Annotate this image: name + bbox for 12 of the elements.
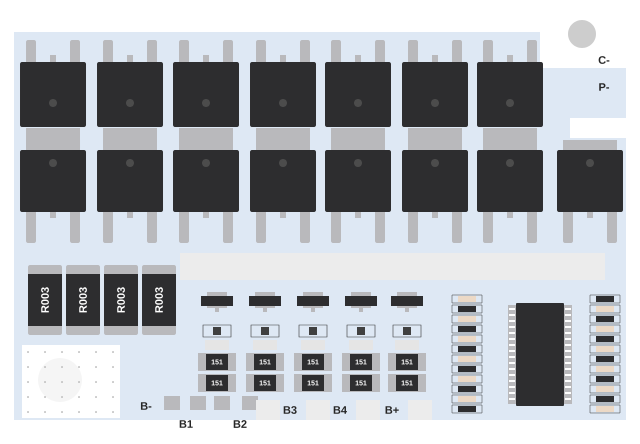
silkscreen-label: B2 xyxy=(234,420,247,428)
resistor-marking: R003 xyxy=(79,287,87,312)
silkscreen-label: B+ xyxy=(386,406,399,414)
resistor-marking: R003 xyxy=(155,287,163,312)
silkscreen-label: P- xyxy=(599,83,610,91)
silkscreen-label: B- xyxy=(140,402,152,410)
silkscreen-label: B1 xyxy=(180,420,193,428)
resistor-marking: R003 xyxy=(117,287,125,312)
silkscreen-label: B3 xyxy=(284,406,297,414)
resistor-marking: R003 xyxy=(41,287,49,312)
silkscreen-label: C- xyxy=(598,56,610,64)
silkscreen-label: B4 xyxy=(334,406,347,414)
